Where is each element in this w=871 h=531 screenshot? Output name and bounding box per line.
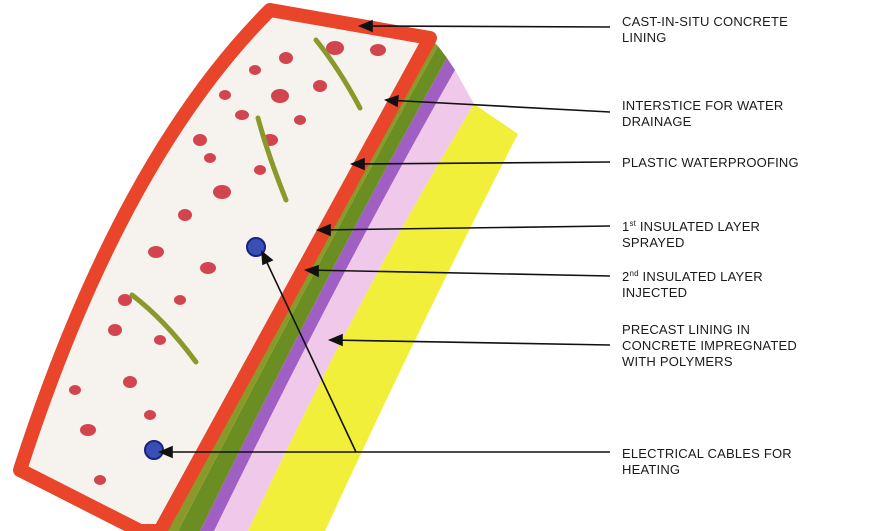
label-second-insulated-layer: 2nd INSULATED LAYER INJECTED: [622, 269, 763, 301]
label-insulated-2-line2: INJECTED: [622, 285, 763, 301]
label-insulated-2-text: INSULATED LAYER: [639, 269, 763, 284]
label-precast-line3: WITH POLYMERS: [622, 354, 797, 370]
label-electrical-cables-for-heating: ELECTRICAL CABLES FOR HEATING: [622, 446, 792, 478]
label-cast-in-situ-concrete-lining: CAST-IN-SITU CONCRETE LINING: [622, 14, 788, 46]
label-insulated-2-ordinal: nd: [629, 269, 638, 278]
label-insulated-1-line2: SPRAYED: [622, 235, 760, 251]
label-first-insulated-layer: 1st INSULATED LAYER SPRAYED: [622, 219, 760, 251]
label-plastic-waterproofing: PLASTIC WATERPROOFING: [622, 155, 799, 171]
label-interstice-line1: INTERSTICE FOR WATER: [622, 98, 783, 114]
label-insulated-1-line1: 1st INSULATED LAYER: [622, 219, 760, 235]
label-insulated-1-text: INSULATED LAYER: [636, 219, 760, 234]
label-interstice-for-water-drainage: INTERSTICE FOR WATER DRAINAGE: [622, 98, 783, 130]
label-cables-line2: HEATING: [622, 462, 792, 478]
label-cables-line1: ELECTRICAL CABLES FOR: [622, 446, 792, 462]
label-interstice-line2: DRAINAGE: [622, 114, 783, 130]
label-precast-line2: CONCRETE IMPREGNATED: [622, 338, 797, 354]
label-precast-line1: PRECAST LINING IN: [622, 322, 797, 338]
label-insulated-2-line1: 2nd INSULATED LAYER: [622, 269, 763, 285]
label-cast-in-situ-line1: CAST-IN-SITU CONCRETE: [622, 14, 788, 30]
heating-cable-lower: [145, 441, 163, 459]
label-waterproofing-line1: PLASTIC WATERPROOFING: [622, 155, 799, 171]
label-cast-in-situ-line2: LINING: [622, 30, 788, 46]
label-precast-lining: PRECAST LINING IN CONCRETE IMPREGNATED W…: [622, 322, 797, 370]
